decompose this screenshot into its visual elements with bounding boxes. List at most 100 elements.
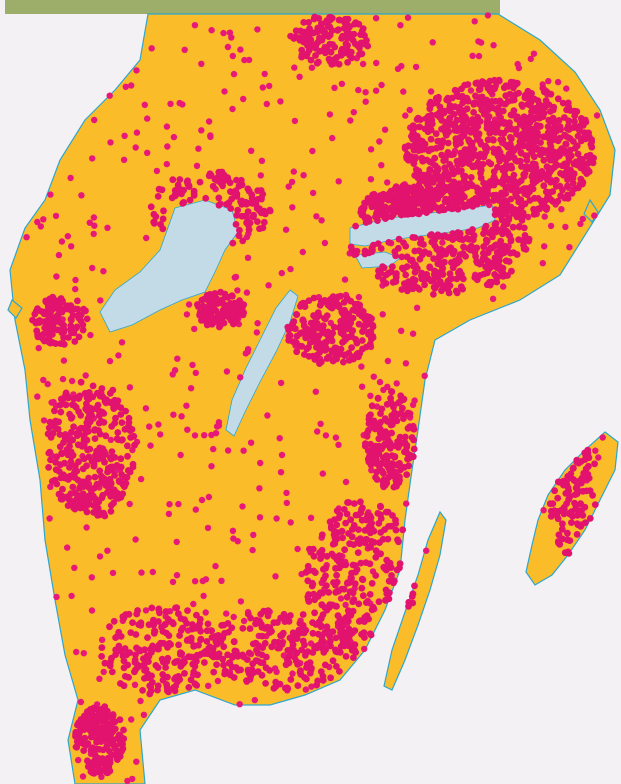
settlement-dot bbox=[513, 157, 521, 165]
settlement-dot bbox=[276, 435, 283, 442]
settlement-dot bbox=[365, 328, 373, 336]
settlement-dot bbox=[162, 608, 170, 615]
settlement-dot bbox=[351, 251, 358, 258]
settlement-dot bbox=[497, 136, 505, 144]
settlement-dot bbox=[198, 127, 205, 134]
settlement-dot bbox=[359, 25, 367, 32]
settlement-dot bbox=[478, 93, 486, 101]
settlement-dot bbox=[172, 658, 180, 666]
settlement-dot bbox=[355, 86, 362, 94]
settlement-dot bbox=[53, 453, 61, 461]
settlement-dot bbox=[347, 243, 355, 251]
settlement-dot bbox=[388, 213, 396, 221]
settlement-dot bbox=[316, 47, 323, 55]
settlement-dot bbox=[551, 163, 558, 171]
settlement-dot bbox=[42, 297, 50, 305]
settlement-dot bbox=[71, 467, 79, 475]
settlement-dot bbox=[403, 500, 410, 507]
settlement-dot bbox=[106, 357, 114, 365]
lake-vanern bbox=[99, 199, 239, 333]
settlement-dot bbox=[230, 638, 238, 645]
settlement-dot bbox=[250, 531, 257, 539]
settlement-dot bbox=[375, 435, 383, 443]
settlement-dot bbox=[439, 239, 446, 246]
settlement-dot bbox=[56, 401, 64, 409]
settlement-dot bbox=[202, 194, 210, 202]
settlement-dot bbox=[510, 171, 518, 179]
settlement-dot bbox=[577, 458, 585, 465]
settlement-dot bbox=[244, 254, 252, 261]
settlement-dot bbox=[109, 712, 117, 720]
settlement-dot bbox=[384, 436, 392, 444]
settlement-dot bbox=[403, 263, 411, 270]
settlement-dot bbox=[212, 562, 219, 570]
settlement-dot bbox=[101, 397, 109, 405]
settlement-dot bbox=[542, 97, 550, 104]
settlement-dot bbox=[53, 273, 60, 280]
settlement-dot bbox=[358, 516, 366, 524]
settlement-dot bbox=[170, 411, 177, 418]
settlement-dot bbox=[98, 734, 105, 741]
settlement-dot bbox=[521, 94, 529, 102]
settlement-dot bbox=[287, 265, 294, 273]
settlement-dot bbox=[368, 315, 375, 323]
settlement-dot bbox=[180, 199, 188, 206]
settlement-dot bbox=[473, 276, 481, 284]
settlement-dot bbox=[378, 445, 385, 453]
settlement-dot bbox=[480, 101, 487, 109]
settlement-dot bbox=[272, 683, 280, 690]
settlement-dot bbox=[421, 196, 429, 204]
settlement-dot bbox=[372, 15, 380, 22]
settlement-dot bbox=[536, 205, 544, 213]
settlement-dot bbox=[149, 568, 156, 576]
settlement-dot bbox=[518, 101, 526, 109]
settlement-dot bbox=[190, 600, 197, 608]
settlement-dot bbox=[335, 178, 342, 185]
settlement-dot bbox=[395, 479, 403, 486]
settlement-dot bbox=[205, 493, 213, 501]
settlement-dot bbox=[524, 87, 532, 95]
settlement-dot bbox=[554, 78, 562, 86]
settlement-dot bbox=[493, 264, 501, 272]
settlement-dot bbox=[205, 296, 212, 303]
settlement-dot bbox=[499, 268, 506, 276]
settlement-dot bbox=[303, 50, 311, 58]
settlement-dot bbox=[82, 722, 90, 730]
settlement-dot bbox=[564, 548, 572, 556]
settlement-dot bbox=[150, 629, 158, 637]
settlement-dot bbox=[555, 539, 562, 547]
settlement-dot bbox=[45, 449, 53, 457]
settlement-dot bbox=[114, 436, 122, 444]
settlement-dot bbox=[112, 651, 119, 658]
settlement-dot bbox=[342, 653, 350, 660]
settlement-dot bbox=[500, 176, 507, 184]
settlement-dot bbox=[357, 559, 365, 567]
settlement-dot bbox=[130, 432, 138, 440]
settlement-dot bbox=[314, 334, 322, 341]
settlement-dot bbox=[563, 168, 570, 176]
settlement-dot bbox=[243, 233, 251, 241]
settlement-dot bbox=[189, 660, 197, 668]
settlement-dot bbox=[515, 116, 523, 124]
settlement-dot bbox=[500, 249, 508, 257]
settlement-dot bbox=[438, 267, 446, 275]
settlement-dot bbox=[263, 653, 270, 661]
settlement-dot bbox=[75, 458, 82, 466]
settlement-dot bbox=[154, 193, 162, 200]
settlement-dot bbox=[585, 168, 593, 176]
settlement-dot bbox=[295, 626, 303, 634]
settlement-dot bbox=[171, 687, 179, 695]
settlement-dot bbox=[506, 81, 514, 89]
settlement-dot bbox=[465, 235, 473, 243]
settlement-dot bbox=[391, 453, 399, 461]
settlement-dot bbox=[473, 136, 481, 143]
settlement-dot bbox=[235, 182, 243, 190]
settlement-dot bbox=[331, 346, 339, 354]
settlement-dot bbox=[329, 357, 337, 365]
settlement-dot bbox=[461, 172, 469, 180]
settlement-dot bbox=[565, 103, 572, 110]
settlement-dot bbox=[195, 145, 202, 152]
settlement-dot bbox=[108, 668, 116, 676]
settlement-dot bbox=[341, 306, 348, 314]
coastal-islet bbox=[7, 299, 23, 319]
